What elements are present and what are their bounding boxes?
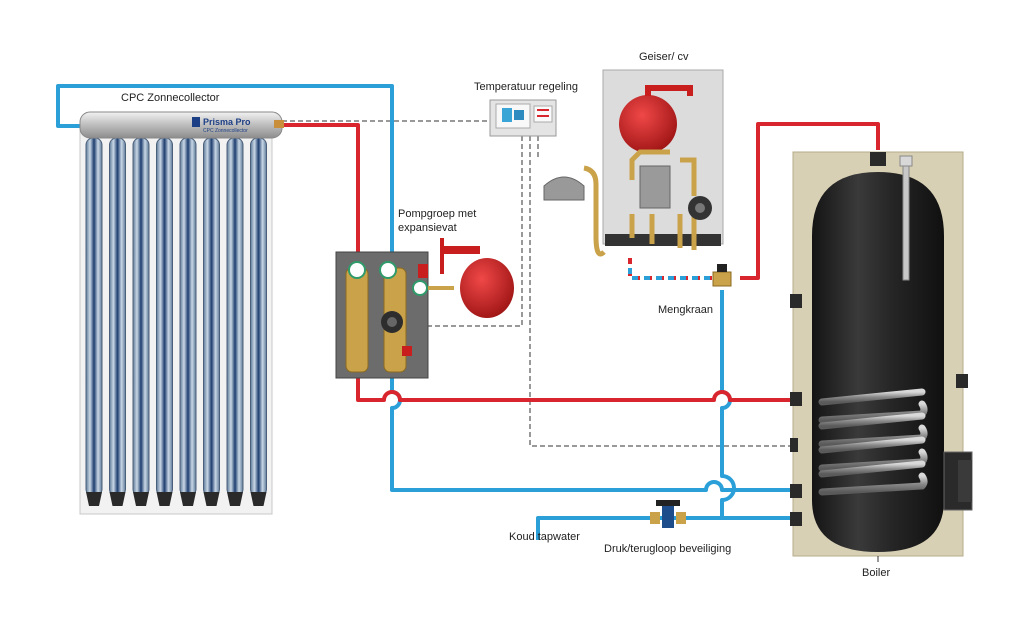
controller-display-icon [502,108,512,122]
coil-winding [818,460,926,478]
heater-expansion-vessel [619,95,677,153]
controller-buttons [533,105,553,123]
safety-valve-group [650,500,686,528]
mixer-label: Mengkraan [658,304,713,316]
boiler-sensor-well [902,159,910,281]
evacuated-tube [156,137,173,497]
coil-winding [818,436,926,454]
temp-control-label: Temperatuur regeling [474,81,578,93]
evacuated-tube [109,137,126,497]
cold-water-label: Koud tapwater [509,531,580,543]
boiler-coil-return-pipe [390,378,800,492]
collector-label: CPC Zonnecollector [121,92,220,104]
heater-base [605,234,721,246]
collector-header [79,111,283,139]
boiler-tank [812,172,944,552]
tube-end-cap [250,492,267,506]
tube-end-cap [227,492,243,506]
collector-flow-pipe [282,123,360,262]
heater-brass-pipes [583,149,697,257]
mixing-valve [712,264,732,287]
evacuated-tube [179,137,197,497]
cold-pipes [56,84,800,540]
flow-thermometer-icon [348,261,366,279]
tube-end-cap [156,492,173,506]
tube-end-cap [133,492,149,506]
safety-valve-handle [418,264,428,278]
boiler-coil-flow-pipe [356,378,800,402]
expansion-vessel-bracket-post [440,238,444,274]
mixer-cold-pipe [720,290,736,518]
boiler-flange-cover [958,460,972,502]
safety-valve-body [662,506,674,528]
tube-end-cap [109,492,126,506]
pump-group-flow-column [345,267,369,373]
shower-head-icon [543,176,585,201]
boiler-connections [790,294,968,526]
boiler-sensor-cap [899,155,913,167]
heater-pump-hub [695,203,705,213]
heater-label: Geiser/ cv [639,51,689,63]
cold-water-inlet-pipe [536,516,800,540]
tube-end-cap [180,492,196,506]
solar-collector: Prisma Pro CPC Zonnecollector [79,111,284,515]
control-wiring [282,120,795,447]
pump-group-label-line2: expansievat [398,222,457,234]
labels: CPC Zonnecollector Temperatuur regeling … [121,51,890,579]
evacuated-tube [203,137,220,497]
expansion-vessel-bracket [442,246,480,254]
pump-group-label-line1: Pompgroep met [398,208,476,220]
expansion-vessel [428,238,514,318]
boiler-label: Boiler [862,567,890,579]
heater-vessel-pipe [645,85,693,96]
tube-end-cap [86,492,102,506]
brand-tagline: CPC Zonnecollector [203,128,248,134]
safety-valve-fitting-2 [676,512,686,524]
controller-display-icon-2 [514,110,524,120]
mixing-valve-knob [717,264,727,272]
brand-logo-icon [192,117,200,127]
brand-name: Prisma Pro [203,117,251,127]
heater-unit [543,69,724,257]
heater-outlet-pipe [628,258,712,280]
return-thermometer-icon [379,261,397,279]
safety-valve-label: Druk/terugloop beveiliging [604,543,731,555]
pump-group [335,251,429,379]
pump-valve-handle [402,346,412,356]
temperature-controller [489,99,557,137]
coil-winding [818,412,926,430]
coil-winding [818,472,928,496]
collector-return-pipe [56,84,394,262]
evacuated-tube [250,137,267,497]
heater-outlet-pipe-mixed [628,262,712,280]
hot-pipes [282,122,880,402]
evacuated-tube [85,137,103,497]
expansion-vessel-body [460,258,514,318]
safety-valve-fitting [650,512,660,524]
pressure-gauge-icon [412,280,428,296]
safety-valve-handle-bar [656,500,680,506]
evacuated-tube [132,137,150,497]
boiler [790,151,973,562]
boiler-hot-outlet-pipe [740,122,880,280]
tube-end-cap [203,492,220,506]
controller-display [495,103,531,129]
collector-header-fitting [274,120,284,128]
heat-exchanger-coil [818,388,928,496]
boiler-hot-outlet [870,152,886,166]
heat-exchanger [639,165,671,209]
evacuated-tube [226,137,244,497]
mixing-valve-body [712,271,732,287]
circulation-pump-hub [387,317,397,327]
coil-winding [818,388,926,406]
